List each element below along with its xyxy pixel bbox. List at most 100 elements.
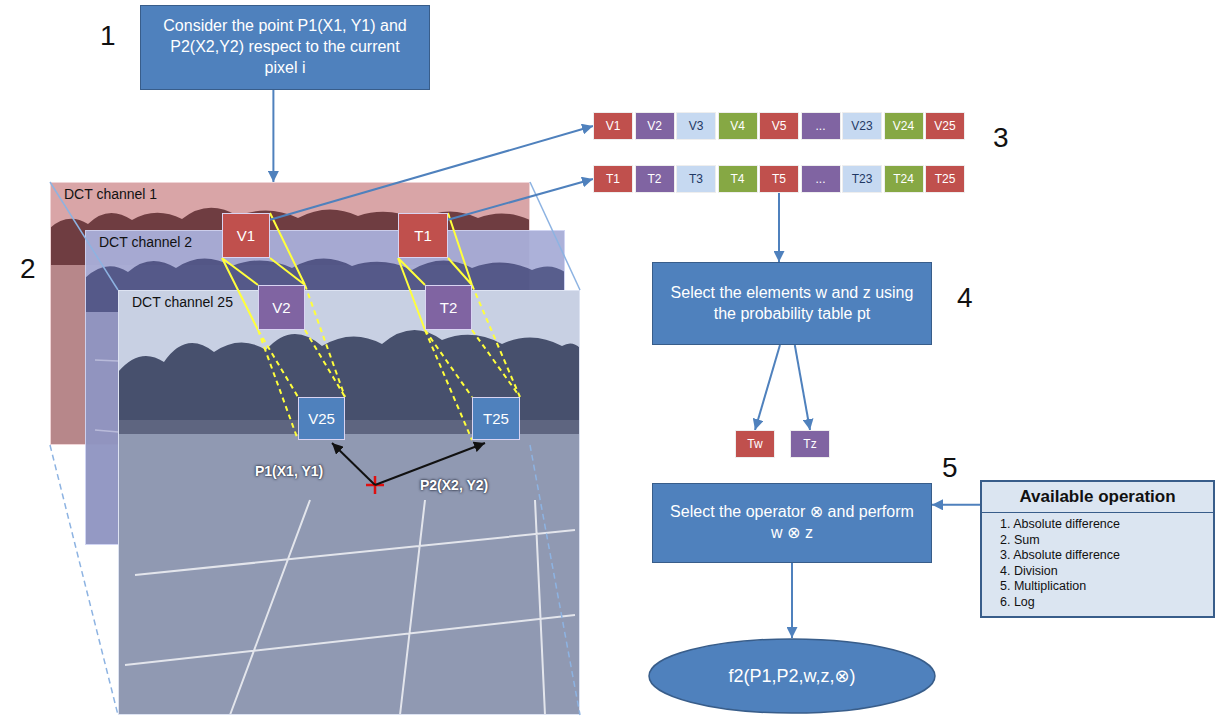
array-cell: V5 [759,112,799,140]
array-cell: T25 [925,165,965,193]
channel-label: DCT channel 25 [118,290,233,310]
callout-number: 4 [957,282,973,314]
node-text: V3 [689,119,704,133]
node-text: T4 [730,172,744,186]
callout-number: 2 [20,253,36,285]
process-box: Select the elements w and z using the pr… [652,262,932,345]
node-text: V1 [237,227,255,244]
sky [118,290,580,715]
node-text: ... [815,172,825,186]
patch-square: T2 [425,285,472,330]
array-cell: V2 [635,112,675,140]
selected-element: Tw [735,430,775,458]
array-cell: V25 [925,112,965,140]
flow-arrow [755,345,780,430]
node-text: T5 [772,172,786,186]
point-label: P2(X2, Y2) [420,477,488,493]
operation-list: Available operation 1. Absolute differenc… [980,480,1215,618]
projection-line [398,213,472,330]
patch-square: V2 [258,285,305,330]
node-text: ... [815,119,825,133]
flow-arrow [932,504,980,506]
image-channel: DCT channel 2V2T2 [85,230,565,545]
process-box: Consider the point P1(X1, Y1) and P2(X2,… [140,5,430,90]
callout-number: 5 [942,452,958,484]
ellipse-shape [649,639,935,713]
patch-square: V25 [298,397,345,440]
list-item: 4. Division [982,564,1213,580]
node-text: Select the elements w and z using the pr… [665,283,919,325]
callout-number: 3 [993,122,1009,154]
node-text: V25 [934,119,955,133]
node-text: V2 [272,299,290,316]
list-item: 1. Absolute difference [982,517,1213,533]
array-cell: V4 [718,112,758,140]
node-text: T2 [440,299,458,316]
array-cell: T5 [759,165,799,193]
picture-frame [119,291,580,715]
patch-square: T1 [398,213,448,258]
projection-line [258,285,345,440]
channel-25-picture [118,290,580,715]
node-text: V1 [606,119,621,133]
array-cell: V23 [842,112,882,140]
list-item: 3. Absolute difference [982,548,1213,564]
channel-label: DCT channel 1 [50,182,157,202]
flow-arrow [795,345,810,430]
array-cell: T4 [718,165,758,193]
node-text: f2(P1,P2,w,z,⊗) [728,665,855,687]
perspective-line [530,445,580,715]
node-text: T25 [935,172,956,186]
projection-line [425,285,520,440]
offset-arrow [332,443,375,485]
list-item: 2. Sum [982,533,1213,549]
road-markings [125,500,575,715]
node-text: T1 [414,227,432,244]
array-cell: V24 [884,112,924,140]
node-text: V4 [730,119,745,133]
flow-arrow [448,179,593,220]
array-cell: T1 [593,165,633,193]
patch-square: T25 [472,397,520,440]
list-item: 6. Log [982,595,1213,611]
process-box: Select the operator ⊗ and perform w ⊗ z [652,483,932,563]
node-text: T1 [606,172,620,186]
array-cell: T3 [676,165,716,193]
node-text: V24 [893,119,914,133]
projection-line [222,213,305,330]
array-cell: T24 [884,165,924,193]
output-ellipse: f2(P1,P2,w,z,⊗) [647,638,937,714]
node-text: Tw [747,437,762,451]
stack-perspective-lines [50,182,580,715]
array-cell: T23 [842,165,882,193]
list-heading: Available operation [982,482,1213,513]
node-text: V23 [851,119,872,133]
node-text: V25 [308,410,335,427]
array-cell: ... [801,112,841,140]
array-cell: V3 [676,112,716,140]
node-text: T25 [483,410,509,427]
flow-arrow [272,90,274,182]
patch-projection-lines [222,213,520,440]
flow-arrow [791,563,793,638]
node-text: T24 [893,172,914,186]
node-text: T23 [852,172,873,186]
node-text: Tz [803,437,816,451]
flow-arrow [778,193,780,262]
list-item: 5. Multiplication [982,579,1213,595]
point-label: P1(X1, Y1) [255,463,323,479]
array-cell: V1 [593,112,633,140]
patch-square: V1 [222,213,270,258]
node-text: T2 [647,172,661,186]
array-cell: T2 [635,165,675,193]
array-cell: ... [801,165,841,193]
connector-group [270,90,980,638]
node-text: V5 [772,119,787,133]
perspective-line [530,182,580,290]
node-text: Select the operator ⊗ and perform w ⊗ z [665,502,919,544]
ground [118,434,580,715]
node-text: Consider the point P1(X1, Y1) and P2(X2,… [153,16,417,78]
selected-element: Tz [790,430,830,458]
node-text: T3 [689,172,703,186]
